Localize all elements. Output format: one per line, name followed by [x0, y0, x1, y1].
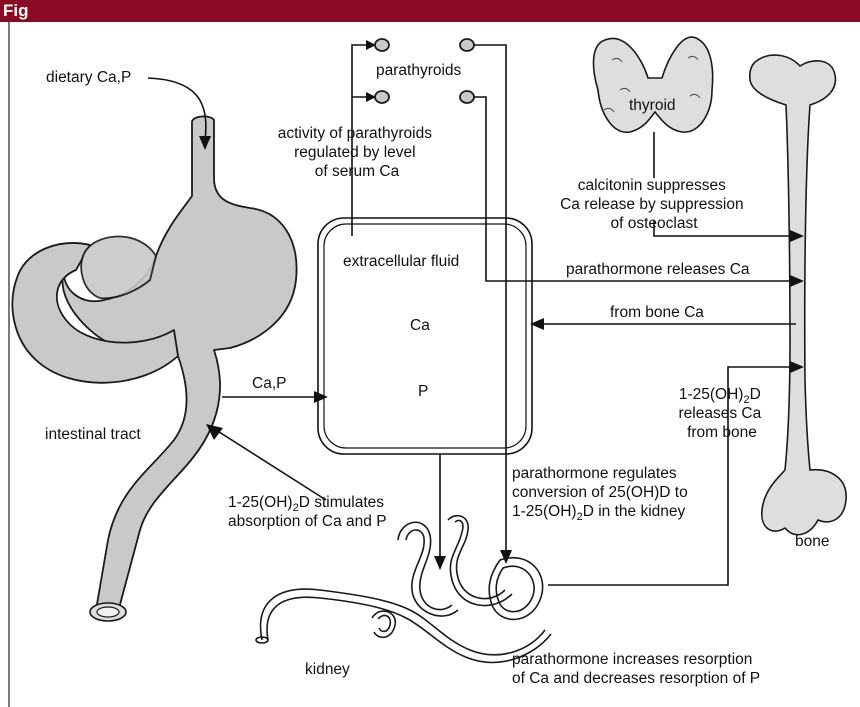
kidney-label: kidney [305, 661, 350, 678]
intestinal-tract-illustration [12, 116, 296, 621]
ecf-ca-label: Ca [410, 317, 430, 334]
bone-label: bone [795, 533, 829, 550]
thyroid-label: thyroid [629, 97, 676, 114]
vitd-to-intestine-arrow [216, 430, 326, 500]
thyroid-illustration [594, 37, 713, 132]
intestinal-tract-label: intestinal tract [45, 426, 141, 443]
parathyroid-gland-2 [460, 39, 474, 51]
parathyroids-label: parathyroids [376, 62, 462, 79]
vitd-releases-ca-label: 1-25(OH)2D releases Ca from bone [678, 386, 765, 441]
extracellular-fluid-label: extracellular fluid [343, 253, 459, 270]
ecf-p-label: P [418, 383, 428, 400]
parathyroid-gland-4 [460, 91, 474, 103]
dietary-ca-p-label: dietary Ca,P [46, 69, 131, 86]
absorbed-ca-p-label: Ca,P [252, 375, 286, 392]
parathormone-resorption-label: parathormone increases resorption of Ca … [512, 651, 760, 687]
from-bone-ca-label: from bone Ca [610, 304, 704, 321]
parathormone-releases-ca-label: parathormone releases Ca [566, 261, 750, 278]
parathormone-regulates-label: parathormone regulates conversion of 25(… [512, 465, 692, 523]
parathyroid-gland-3 [375, 91, 389, 103]
calcitonin-label: calcitonin suppresses Ca release by supp… [560, 177, 748, 232]
bone-illustration [750, 55, 846, 535]
pth-to-kidney-line [474, 45, 506, 555]
vitd-stimulates-absorption-label: 1-25(OH)2D stimulates absorption of Ca a… [228, 494, 388, 530]
activity-of-parathyroids-label: activity of parathyroids regulated by le… [278, 125, 437, 180]
parathyroid-gland-1 [375, 39, 389, 51]
